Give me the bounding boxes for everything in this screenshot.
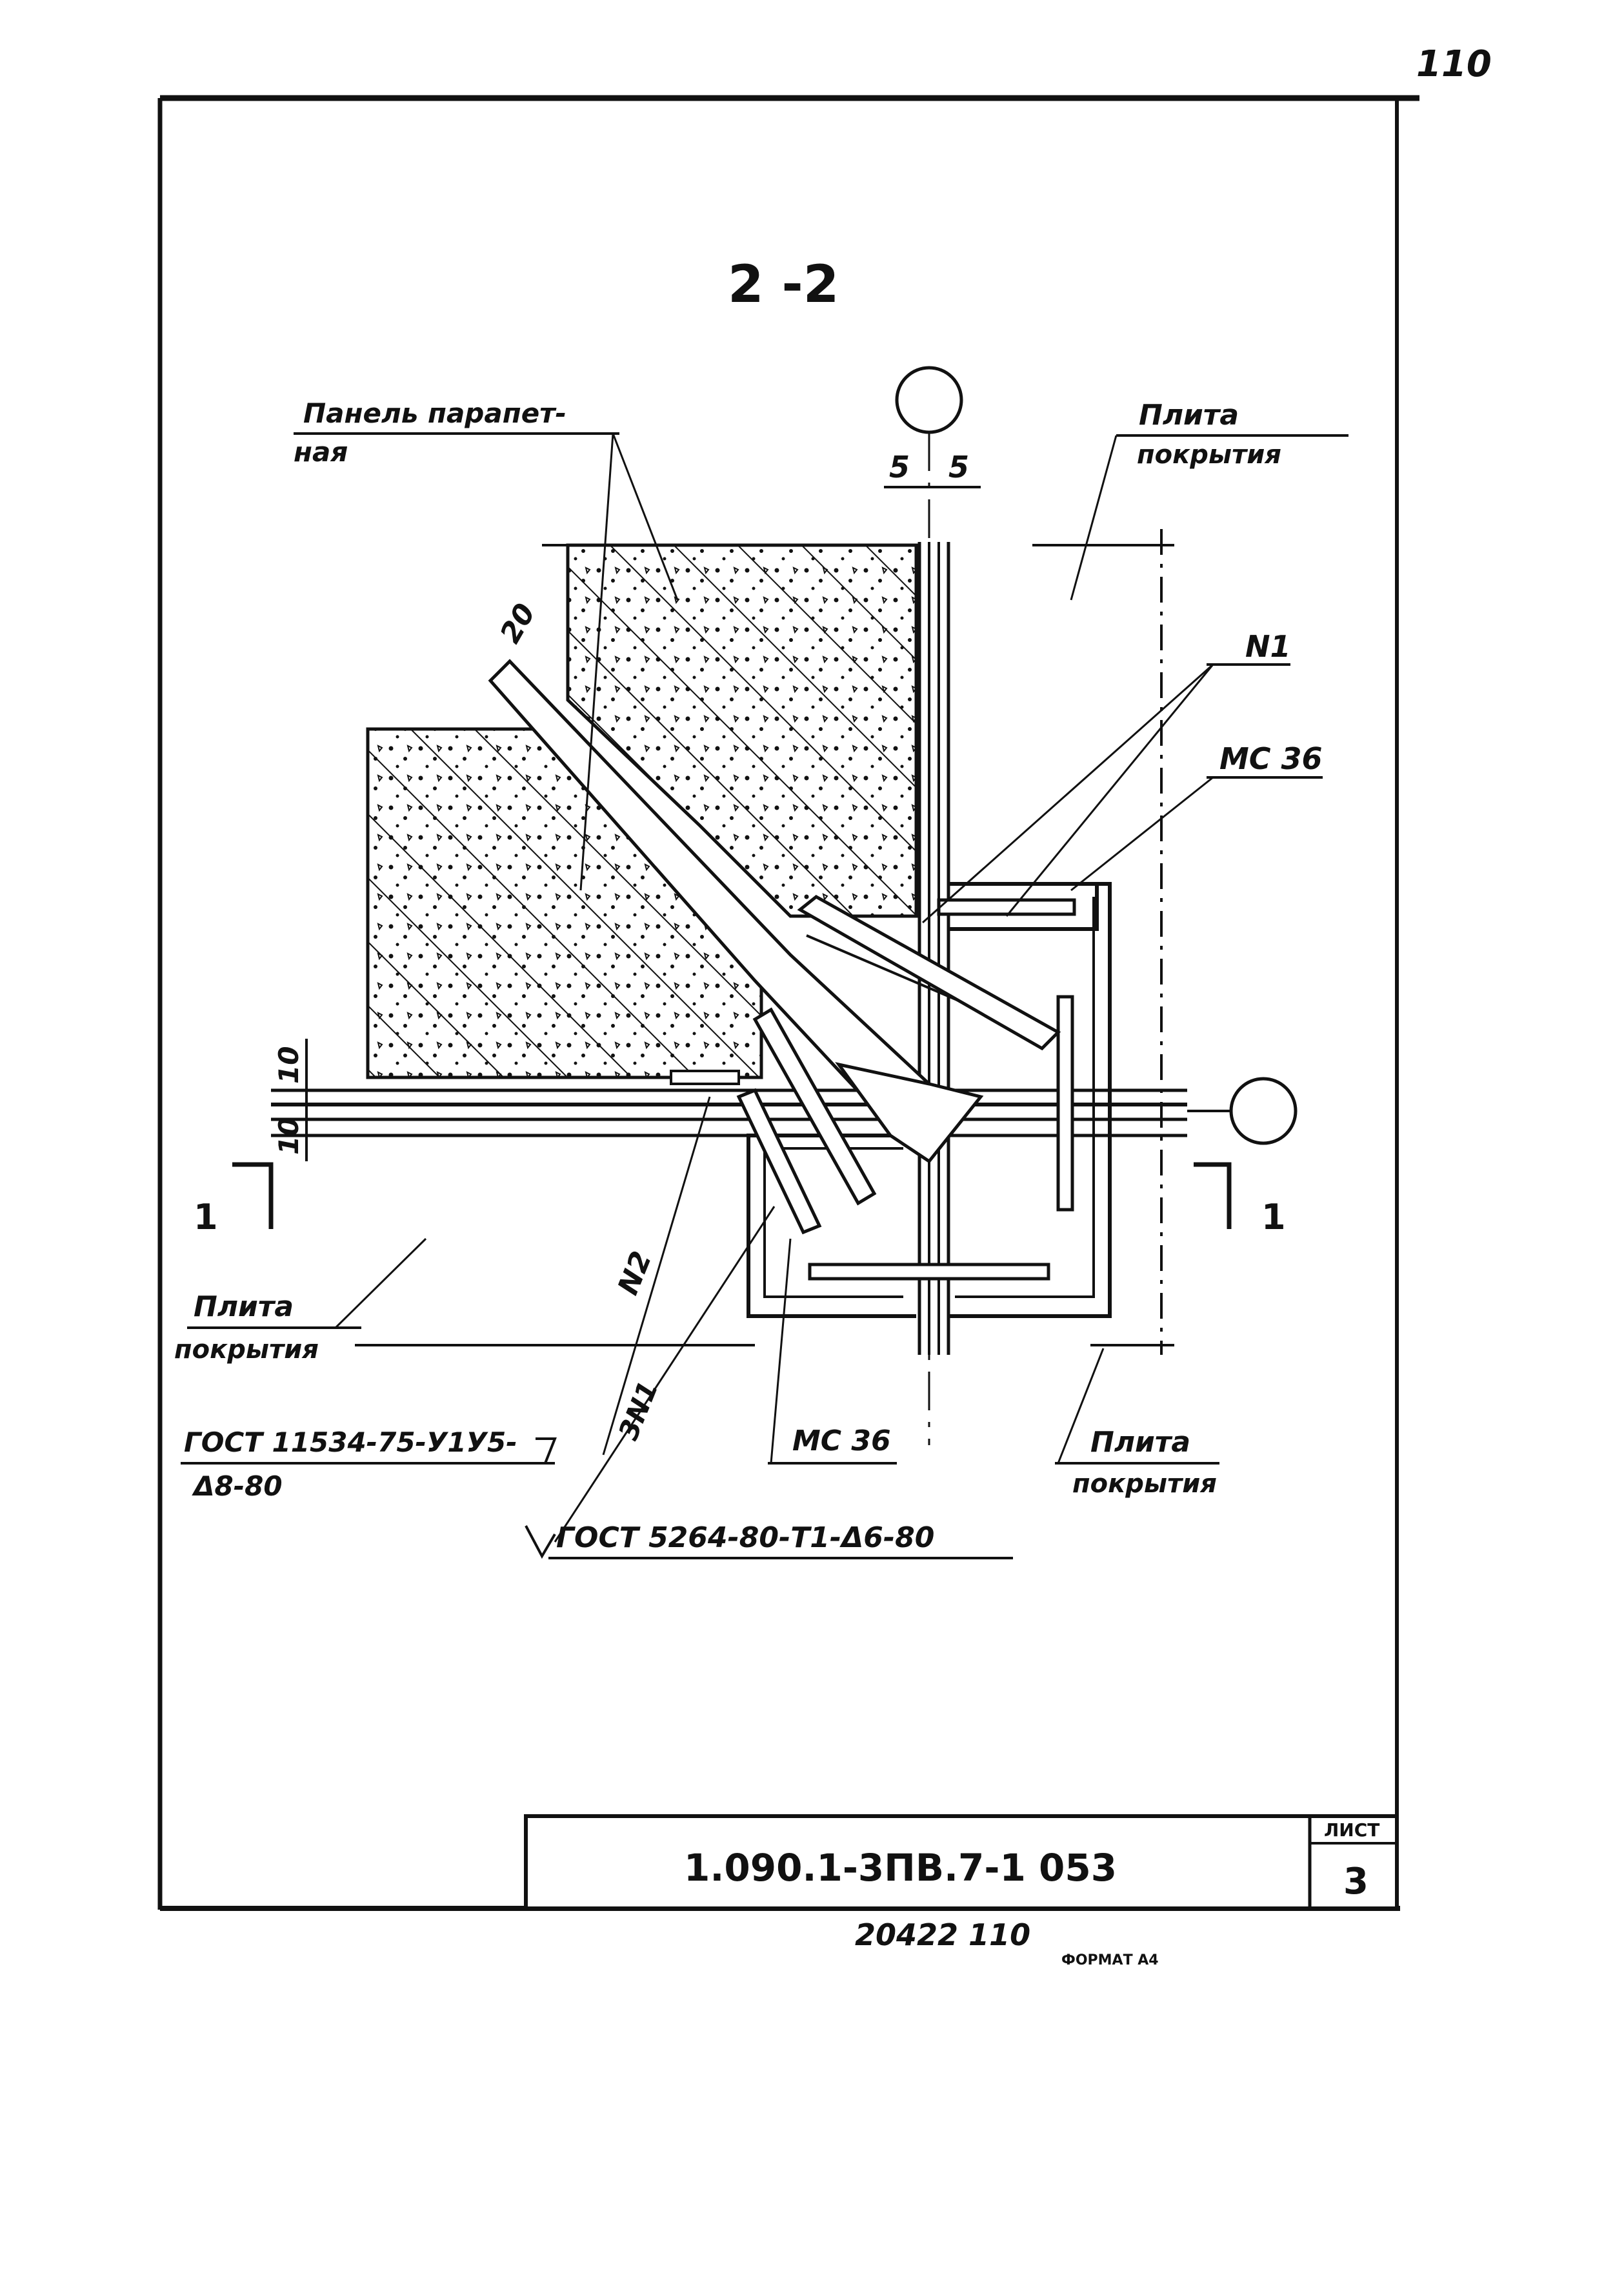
weld-gost-left-text-1: ГОСТ 11534-75-У1У5-	[184, 1426, 517, 1458]
section-cut-right: 1	[1194, 1162, 1286, 1237]
slab-bottom-right-text-2: покрытия	[1072, 1469, 1217, 1499]
label-n1: N1	[922, 629, 1291, 924]
slab-left-text-2: покрытия	[174, 1335, 319, 1365]
slab-bottom-right-text-1: Плита	[1090, 1426, 1190, 1459]
dim-right-5: 5	[948, 450, 969, 485]
label-parapet-panel: Панель парапет- ная	[294, 397, 679, 891]
parapet-panel	[566, 543, 918, 918]
diagonal-tie	[488, 659, 1061, 1235]
slab-left-text-1: Плита	[194, 1290, 294, 1323]
label-slab-left: Плита покрытия	[174, 1237, 427, 1365]
n1-text: N1	[1245, 629, 1291, 664]
slab-outlines	[355, 529, 1174, 1355]
steel-channel-upper	[937, 882, 1099, 931]
label-weld-gost-bottom: ГОСТ 5264-80-Т1-Δ6-80	[525, 1521, 1013, 1559]
label-3n1: 3N1	[554, 1206, 776, 1543]
lower-concrete-block	[366, 727, 763, 1079]
format-label: ФОРМАТ А4	[1061, 1952, 1159, 1968]
axis-marker-right	[1187, 1077, 1298, 1145]
label-slab-bottom-right: Плита покрытия	[1055, 1348, 1219, 1499]
dim-left-5: 5	[889, 450, 910, 485]
dim-20: 20	[494, 598, 542, 649]
vertical-joint	[917, 542, 950, 1355]
weld-gost-left-text-2: Δ8-80	[192, 1470, 283, 1502]
dim-10-lower: 10	[273, 1117, 305, 1155]
parapet-panel-text-2: ная	[294, 436, 348, 468]
axis-dimension: 5 5	[884, 450, 981, 488]
section-mark-left: 1	[194, 1197, 218, 1237]
mc36-lower-text: МС 36	[792, 1425, 891, 1457]
section-mark-right: 1	[1261, 1197, 1286, 1237]
section-cut-left: 1	[194, 1162, 274, 1237]
label-mc36-upper: МС 36	[1070, 741, 1323, 892]
title-block: 1.090.1-3ПВ.7-1 053 ЛИСТ 3	[524, 1814, 1399, 1910]
parapet-panel-text-1: Панель парапет-	[303, 397, 566, 429]
dim-10-upper: 10	[273, 1046, 305, 1084]
joint-dimension: 10 10	[273, 1039, 308, 1161]
label-slab-top-right: Плита покрытия	[1070, 399, 1348, 601]
section-title: 2 -2	[728, 254, 839, 314]
page-number: 110	[1416, 43, 1492, 85]
slab-top-right-text-2: покрытия	[1137, 440, 1281, 470]
slab-joint	[271, 1088, 1187, 1137]
sheet-label: ЛИСТ	[1324, 1819, 1379, 1841]
mc36-upper-text: МС 36	[1219, 741, 1323, 776]
axis-marker-top	[895, 366, 963, 1445]
document-code: 1.090.1-3ПВ.7-1 053	[684, 1846, 1117, 1890]
label-weld-gost-left: ГОСТ 11534-75-У1У5- Δ8-80	[181, 1426, 557, 1502]
steel-channel-right	[948, 882, 1112, 1318]
sheet-number: 3	[1343, 1861, 1368, 1903]
weld-gost-bottom-text: ГОСТ 5264-80-Т1-Δ6-80	[556, 1521, 934, 1554]
archive-number: 20422 110	[855, 1917, 1030, 1952]
steel-channel-lower	[747, 1134, 1050, 1318]
slab-top-right-text-1: Плита	[1139, 399, 1239, 432]
label-mc36-lower: МС 36	[768, 1238, 897, 1465]
